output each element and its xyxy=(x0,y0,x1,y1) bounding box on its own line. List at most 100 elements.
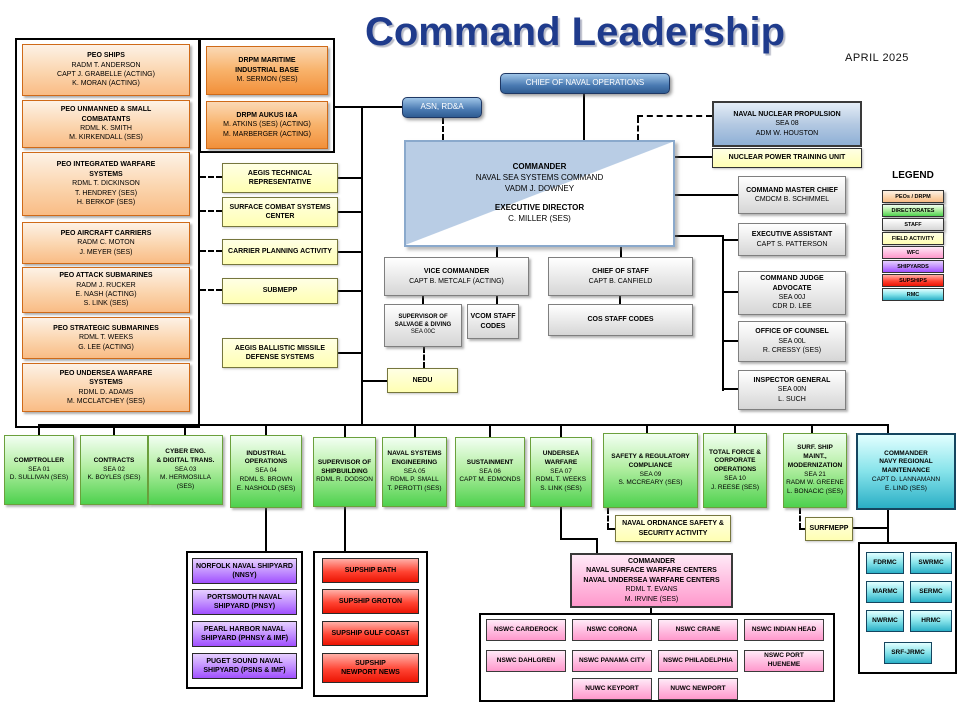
box-sub: CAPT S. PATTERSON xyxy=(756,240,828,248)
connector-line xyxy=(646,424,648,433)
box-sub: SEA 06 CAPT M. EDMONDS xyxy=(459,467,521,484)
box-title: AEGIS TECHNICAL REPRESENTATIVE xyxy=(247,169,313,186)
connector-line xyxy=(722,291,738,293)
box-title: HRMC xyxy=(921,616,941,624)
box-vice-commander: VICE COMMANDER CAPT B. METCALF (ACTING) xyxy=(384,257,529,296)
box-supship-newport-news: SUPSHIP NEWPORT NEWS xyxy=(322,653,419,683)
connector-line xyxy=(338,177,362,179)
box-puget-sound-naval-shipyard: PUGET SOUND NAVAL SHIPYARD (PSNS & IMF) xyxy=(192,653,297,679)
box-title: SUPERVISOR OF SALVAGE & DIVING xyxy=(394,313,452,328)
legend-label: WFC xyxy=(906,249,920,256)
box-sub: M. SERMON (SES) xyxy=(236,76,298,84)
box-contracts: CONTRACTS SEA 02 K. BOYLES (SES) xyxy=(80,435,148,505)
connector-line xyxy=(338,251,362,253)
connector-line xyxy=(38,424,889,426)
box-swrmc: SWRMC xyxy=(910,552,952,574)
connector-line xyxy=(338,352,362,354)
box-title: SUPERVISOR OF SHIPBUILDING xyxy=(317,458,372,475)
connector-line xyxy=(38,424,40,435)
connector-line xyxy=(722,340,738,342)
box-commander-navy-regional-maintenance: COMMANDER NAVY REGIONAL MAINTENANCE CAPT… xyxy=(856,433,956,510)
box-title: TOTAL FORCE & CORPORATE OPERATIONS xyxy=(709,448,761,474)
dashed-connector xyxy=(200,289,222,291)
connector-line xyxy=(344,424,346,437)
box-portsmouth-naval-shipyard: PORTSMOUTH NAVAL SHIPYARD (PNSY) xyxy=(192,589,297,615)
box-sub: RADM C. MOTON J. MEYER (SES) xyxy=(77,239,135,256)
box-peo-undersea-warfare-systems: PEO UNDERSEA WARFARE SYSTEMS RDML D. ADA… xyxy=(22,363,190,412)
connector-line xyxy=(361,380,387,382)
page-title: Command Leadership xyxy=(364,10,786,54)
box-sub: SEA 09 S. MCCREARY (SES) xyxy=(618,470,683,487)
box-carrier-planning-activity: CARRIER PLANNING ACTIVITY xyxy=(222,239,338,265)
connector-line xyxy=(675,235,723,237)
connector-line xyxy=(722,239,738,241)
box-title: INDUSTRIAL OPERATIONS xyxy=(244,449,288,466)
box-commander-warfare-centers: COMMANDER NAVAL SURFACE WARFARE CENTERS … xyxy=(570,553,733,608)
box-sub: SEA 00N L. SUCH xyxy=(777,386,807,403)
box-title: SERMC xyxy=(919,587,943,595)
connector-line xyxy=(361,106,363,426)
box-vcom-staff-codes: VCOM STAFF CODES xyxy=(467,304,519,339)
box-peo-attack-submarines: PEO ATTACK SUBMARINES RADM J. RUCKER E. … xyxy=(22,267,190,313)
legend-label: FIELD ACTIVITY xyxy=(891,235,935,242)
connector-line xyxy=(489,424,491,437)
box-title: CHIEF OF STAFF xyxy=(592,268,649,276)
exec-director-title: EXECUTIVE DIRECTOR xyxy=(494,203,585,213)
box-title: SUSTAINMENT xyxy=(466,458,514,466)
box-peo-integrated-warfare-systems: PEO INTEGRATED WARFARE SYSTEMS RDML T. D… xyxy=(22,152,190,216)
box-sub: CAPT D. LANNAMANN E. LIND (SES) xyxy=(871,475,941,492)
connector-line xyxy=(560,424,562,437)
box-sub: RDML T. WEEKS G. LEE (ACTING) xyxy=(78,334,134,351)
dashed-connector xyxy=(607,528,615,530)
connector-line xyxy=(675,156,712,158)
connector-line xyxy=(496,296,498,304)
box-nswc-crane: NSWC CRANE xyxy=(658,619,738,641)
connector-line xyxy=(113,424,115,435)
connector-line xyxy=(675,194,738,196)
box-asn-rda: ASN, RD&A xyxy=(402,97,482,118)
box-title: NSWC CORONA xyxy=(586,625,638,633)
box-title: NSWC DAHLGREN xyxy=(496,656,556,664)
box-nswc-indian-head: NSWC INDIAN HEAD xyxy=(744,619,824,641)
box-surface-combat-systems-center: SURFACE COMBAT SYSTEMS CENTER xyxy=(222,197,338,227)
legend-label: SHIPYARDS xyxy=(897,263,929,270)
box-office-of-counsel: OFFICE OF COUNSEL SEA 00L R. CRESSY (SES… xyxy=(738,321,846,362)
connector-line xyxy=(853,527,888,529)
box-title: PEO ATTACK SUBMARINES xyxy=(59,272,153,280)
commander-org: NAVAL SEA SYSTEMS COMMAND xyxy=(475,172,604,182)
box-title: PEO STRATEGIC SUBMARINES xyxy=(53,324,159,332)
box-title: NSWC CARDEROCK xyxy=(494,625,558,633)
legend-title: LEGEND xyxy=(892,170,934,181)
box-title: DRPM MARITIME INDUSTRIAL BASE xyxy=(235,57,299,74)
box-nswc-carderock: NSWC CARDEROCK xyxy=(486,619,566,641)
box-nossa: NAVAL ORDNANCE SAFETY & SECURITY ACTIVIT… xyxy=(615,515,731,542)
box-title: CHIEF OF NAVAL OPERATIONS xyxy=(525,78,645,88)
legend-swatch-wfc: WFC xyxy=(882,246,944,259)
box-supsalv: SUPERVISOR OF SALVAGE & DIVING SEA 00C xyxy=(384,304,462,347)
box-command-master-chief: COMMAND MASTER CHIEF CMDCM B. SCHIMMEL xyxy=(738,176,846,214)
box-title: DRPM AUKUS I&A xyxy=(236,111,298,119)
box-chief-of-naval-operations: CHIEF OF NAVAL OPERATIONS xyxy=(500,73,670,94)
box-supship-groton: SUPSHIP GROTON xyxy=(322,589,419,614)
box-submepp: SUBMEPP xyxy=(222,278,338,304)
box-title: NUCLEAR POWER TRAINING UNIT xyxy=(728,154,846,162)
box-title: COMMANDER NAVAL SURFACE WARFARE CENTERS … xyxy=(583,557,720,584)
box-peo-aircraft-carriers: PEO AIRCRAFT CARRIERS RADM C. MOTON J. M… xyxy=(22,222,190,264)
dashed-connector xyxy=(200,210,222,212)
box-sub: RDML T. EVANS M. IRVINE (SES) xyxy=(624,586,679,603)
box-peo-strategic-submarines: PEO STRATEGIC SUBMARINES RDML T. WEEKS G… xyxy=(22,317,190,359)
box-title: PEO AIRCRAFT CARRIERS xyxy=(60,229,152,237)
box-title: VCOM STAFF CODES xyxy=(470,313,516,330)
box-chief-of-staff: CHIEF OF STAFF CAPT B. CANFIELD xyxy=(548,257,693,296)
box-sub: RDML K. SMITH M. KIRKENDALL (SES) xyxy=(69,125,143,142)
box-title: SUPSHIP GROTON xyxy=(338,597,403,605)
dashed-connector xyxy=(442,118,444,140)
box-title: NORFOLK NAVAL SHIPYARD (NNSY) xyxy=(196,562,293,579)
connector-line xyxy=(583,93,585,140)
box-title: SRF-JRMC xyxy=(891,648,925,656)
connector-line xyxy=(722,235,724,391)
box-inspector-general: INSPECTOR GENERAL SEA 00N L. SUCH xyxy=(738,370,846,410)
box-fdrmc: FDRMC xyxy=(866,552,904,574)
box-norfolk-naval-shipyard: NORFOLK NAVAL SHIPYARD (NNSY) xyxy=(192,558,297,584)
box-title: SUPSHIP NEWPORT NEWS xyxy=(341,659,400,676)
